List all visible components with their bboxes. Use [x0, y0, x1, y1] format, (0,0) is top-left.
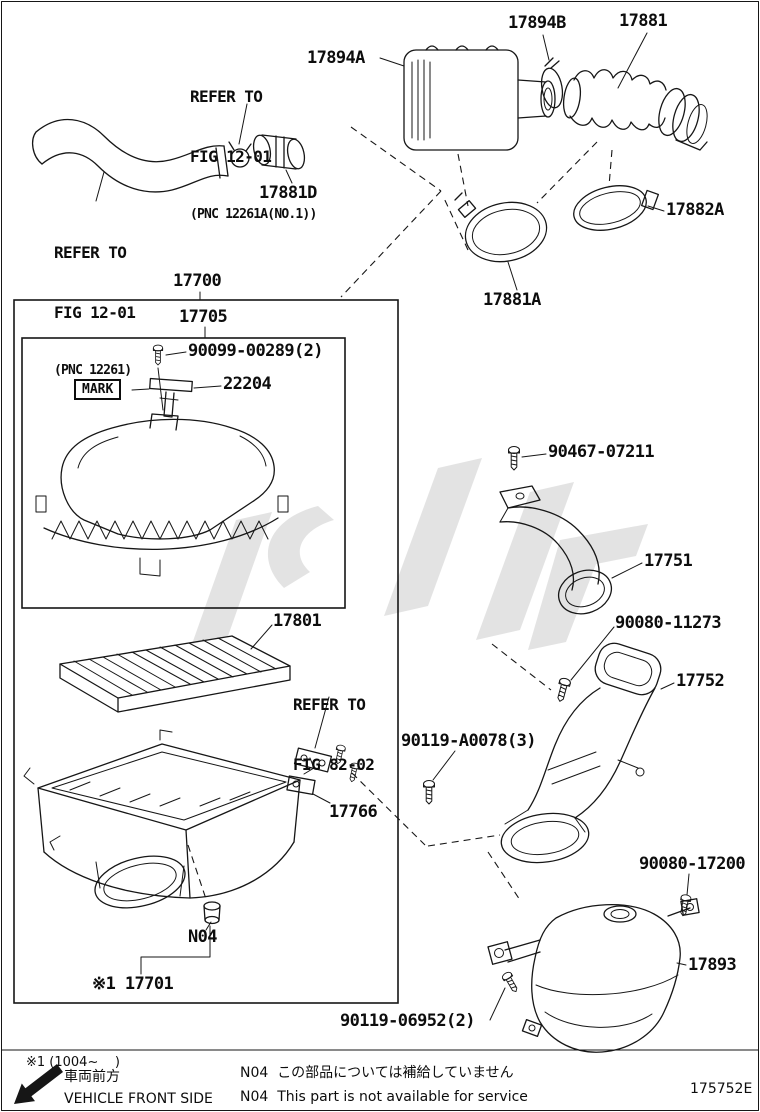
refer-note-line: FIG 12-01	[190, 147, 272, 166]
part-label-17752[interactable]: 17752	[676, 671, 725, 691]
part-label-17881[interactable]: 17881	[619, 11, 668, 31]
service-note-en: N04 This part is not available for servi…	[240, 1089, 528, 1105]
drawing-resonator-17893	[487, 898, 700, 1053]
part-label-22204[interactable]: 22204	[223, 374, 272, 394]
service-note-jp: N04 この部品については補給していません	[240, 1065, 514, 1081]
assembly-dash-lines	[187, 126, 613, 901]
part-label-90467-07211[interactable]: 90467-07211	[548, 442, 655, 462]
refer-note-line: FIG 82-02	[293, 755, 375, 774]
part-label-17894A[interactable]: 17894A	[307, 48, 365, 68]
part-label-17766[interactable]: 17766	[329, 802, 378, 822]
drawing-inlet-hose	[31, 118, 252, 193]
watermark	[192, 458, 648, 650]
drawing-sensor-22204	[149, 377, 193, 418]
vehicle-front-label-en: VEHICLE FRONT SIDE	[64, 1091, 213, 1107]
refer-note-fig12-01: REFER TO FIG 12-01 (PNC 12261)	[54, 203, 136, 419]
part-label-17700[interactable]: 17700	[173, 271, 222, 291]
refer-note-line: REFER TO	[54, 243, 127, 262]
drawing-air-cleaner-case-17701	[23, 729, 315, 909]
drawing-inlet-duct-17751	[499, 445, 613, 615]
drawing-bolt-90119-A0078	[423, 780, 435, 805]
refer-note-line: (PNC 12261)	[54, 363, 132, 378]
drawing-air-cleaner-cover-17705	[35, 413, 289, 577]
drawing-clamp-17894B	[540, 57, 564, 109]
part-label-17751[interactable]: 17751	[644, 551, 693, 571]
applicability-note: ※1 (1004~ )	[26, 1055, 120, 1070]
refer-note-line: FIG 12-01	[54, 303, 136, 322]
refer-note-fig82-02: REFER TO FIG 82-02	[293, 655, 375, 815]
refer-note-fig12-01-no1: REFER TO FIG 12-01 (PNC 12261A(NO.1))	[190, 47, 317, 263]
part-label-17705[interactable]: 17705	[179, 307, 228, 327]
part-label-90119-A0078[interactable]: 90119-A0078(3)	[401, 731, 536, 751]
drawing-air-hose-17881	[562, 69, 708, 151]
mark-tag: MARK	[74, 379, 122, 400]
assembly-box-17700	[13, 299, 399, 1004]
part-label-17881A[interactable]: 17881A	[483, 290, 541, 310]
part-label-17701[interactable]: ※1 17701	[92, 974, 174, 994]
figure-doc-code: 175752E	[690, 1081, 753, 1097]
drawing-grommet-N04	[203, 901, 221, 925]
drawing-air-cleaner-inlet-17894A	[403, 45, 556, 151]
part-label-90080-11273[interactable]: 90080-11273	[615, 613, 722, 633]
vehicle-front-arrow-icon	[14, 1064, 63, 1104]
part-label-N04[interactable]: N04	[188, 927, 218, 947]
drawing-bolt-90080-17200	[677, 893, 692, 918]
drawing-air-inlet-17752	[500, 642, 662, 864]
drawing-clamp-17881A	[454, 192, 548, 263]
label-leader-lines	[95, 32, 690, 1021]
part-label-17881D[interactable]: 17881D	[259, 183, 317, 203]
part-label-17894B[interactable]: 17894B	[508, 13, 566, 33]
drawing-bolt-90099	[152, 344, 164, 411]
refer-note-line: REFER TO	[190, 87, 263, 106]
part-label-90099-00289[interactable]: 90099-00289(2)	[188, 341, 323, 361]
drawing-clamp-17882A	[573, 185, 660, 231]
assembly-box-17705	[21, 337, 346, 609]
vehicle-front-label-jp: 車両前方	[64, 1069, 120, 1085]
drawing-filter-element-17801	[59, 635, 291, 713]
part-label-90080-17200[interactable]: 90080-17200	[639, 854, 746, 874]
refer-note-line: REFER TO	[293, 695, 366, 714]
part-label-90119-06952[interactable]: 90119-06952(2)	[340, 1011, 475, 1031]
refer-note-line: (PNC 12261A(NO.1))	[190, 207, 317, 222]
part-label-17882A[interactable]: 17882A	[666, 200, 724, 220]
part-label-17893[interactable]: 17893	[688, 955, 737, 975]
drawing-connector-17881D	[252, 134, 306, 170]
drawing-bolt-90080-11273	[554, 676, 572, 704]
drawing-bracket-17766	[286, 743, 361, 795]
part-label-17801[interactable]: 17801	[273, 611, 322, 631]
